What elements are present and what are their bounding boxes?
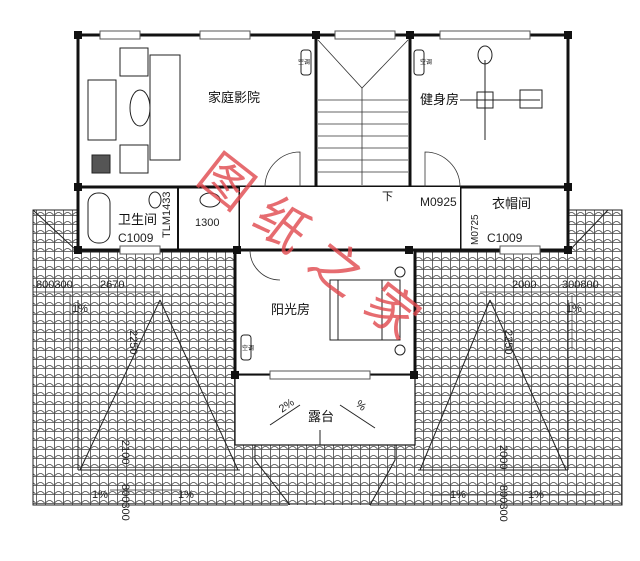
upper-floor	[33, 30, 622, 496]
sofa-set	[87, 47, 181, 174]
dim-left-vertical: 2250	[127, 330, 139, 354]
stair-down-label: 下	[382, 190, 393, 203]
room-label-bathroom: 卫生间	[118, 213, 157, 228]
dim-right-bottom-v: 2000	[497, 445, 509, 469]
ac-label-left: 空调	[298, 58, 310, 66]
room-label-gym: 健身房	[420, 92, 459, 108]
dim-right-bottom-v2: 800300	[497, 485, 509, 522]
room-label-terrace: 露台	[308, 410, 334, 425]
gym-equipment	[460, 45, 543, 140]
dim-left-bottom-v: 2100	[119, 440, 131, 464]
dim-right-vertical: 2250	[502, 330, 514, 354]
room-label-closet: 衣帽间	[492, 196, 531, 212]
dim-right-top2: 300800	[562, 279, 599, 291]
ac-label-sunroom: 空调	[242, 344, 254, 352]
door-code-closet2: M0725	[470, 214, 481, 245]
slope-bottom-right-b: 1%	[528, 489, 544, 501]
dim-right-top: 2000	[512, 279, 536, 291]
slope-left-top: 1%	[72, 303, 88, 315]
slope-bottom-left-a: 1%	[92, 489, 108, 501]
window-code-bath: C1009	[118, 231, 154, 245]
staircase	[317, 39, 409, 185]
sink-dimension: 1300	[195, 217, 219, 229]
room-label-sunroom: 阳光房	[271, 302, 310, 318]
dim-left-top: 800300	[36, 279, 73, 291]
window-code-closet: C1009	[487, 231, 523, 245]
ac-label-right: 空调	[420, 58, 432, 66]
slope-bottom-right-a: 1%	[450, 489, 466, 501]
bed	[329, 266, 406, 356]
room-label-home-theater: 家庭影院	[208, 90, 260, 106]
dim-left-top2: 2670	[100, 279, 124, 291]
bathtub	[87, 191, 221, 244]
slope-right-top: 1%	[566, 303, 582, 315]
slope-bottom-left-b: 1%	[178, 489, 194, 501]
door-code-bath: TLM1433	[161, 192, 173, 238]
door-code-closet: M0925	[420, 195, 457, 209]
dim-left-bottom-v2: 800300	[119, 484, 131, 521]
